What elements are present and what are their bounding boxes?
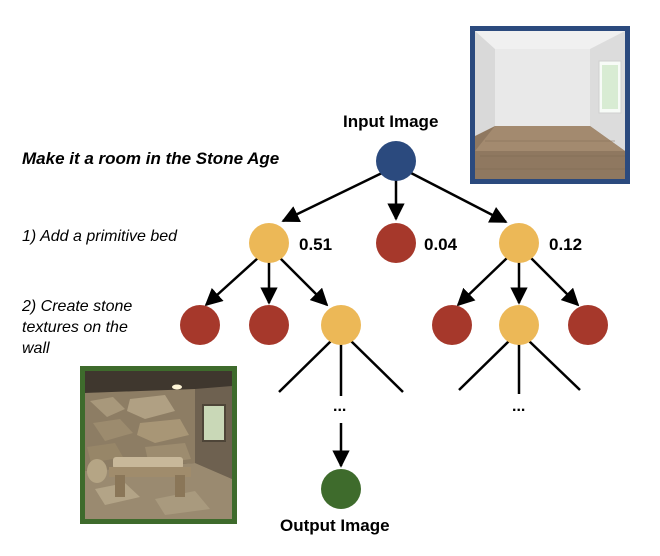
score-l1-left: 0.51 [299, 235, 333, 254]
edge-root-l1-left [281, 171, 383, 223]
step2-text-line1: 2) Create stone [22, 298, 133, 315]
node-l2-f [568, 305, 608, 345]
score-l1-mid: 0.04 [424, 235, 458, 254]
empty-room-photo [475, 31, 625, 179]
input-image-label: Input Image [343, 112, 439, 131]
edge-l2c-right [350, 340, 404, 393]
node-l2-a [180, 305, 220, 345]
input-image [470, 26, 630, 184]
step1-text: 1) Add a primitive bed [22, 228, 178, 245]
edge-l1right-l2f [530, 257, 580, 307]
edge-l2e-right [528, 340, 581, 391]
node-l1-mid [376, 223, 416, 263]
output-image [80, 366, 237, 524]
node-l2-c [321, 305, 361, 345]
edge-l2e-left [458, 340, 510, 391]
output-image-label: Output Image [280, 516, 390, 535]
edge-l1right-l2d [456, 257, 508, 307]
node-l2-e [499, 305, 539, 345]
instruction-text: Make it a room in the Stone Age [22, 149, 280, 168]
edge-l2c-left [278, 340, 332, 393]
ellipsis-right: ... [512, 398, 526, 415]
stone-age-room-photo [85, 371, 232, 519]
node-root [376, 141, 416, 181]
edge-root-l1-right [410, 171, 508, 224]
score-l1-right: 0.12 [549, 235, 583, 254]
step2-text-line2: textures on the [22, 319, 128, 336]
ellipsis-left: ... [333, 398, 347, 415]
node-l1-right [499, 223, 539, 263]
node-l1-left [249, 223, 289, 263]
edge-l1left-l2c [279, 257, 329, 307]
node-l2-b [249, 305, 289, 345]
node-l2-d [432, 305, 472, 345]
node-output [321, 469, 361, 509]
step2-text-line3: wall [22, 340, 50, 357]
edge-l1left-l2a [204, 257, 259, 307]
